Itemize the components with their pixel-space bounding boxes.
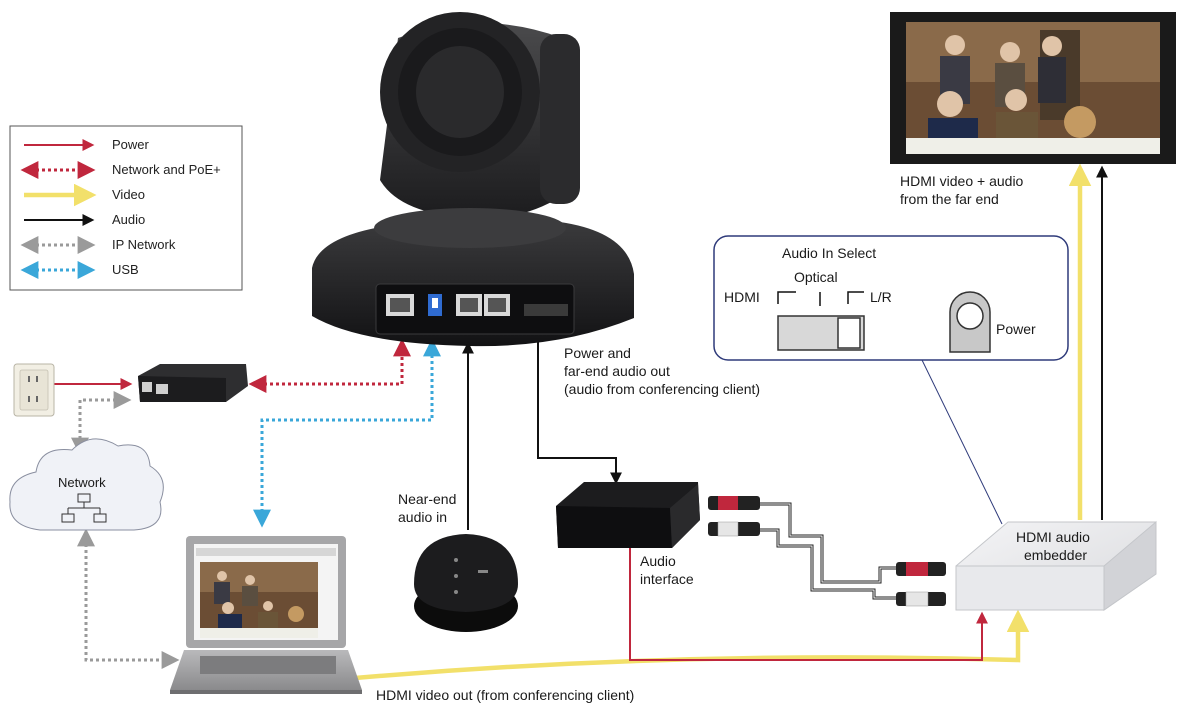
power-audio-out-caption-line1: Power and [564,345,631,361]
network-cloud [9,438,164,531]
audio-interface-box [556,482,700,548]
display-monitor [890,12,1176,164]
panel-leader-line [921,359,1003,525]
monitor-caption-line2: from the far end [900,191,999,207]
laptop [170,536,362,694]
embedder-caption-line1: HDMI audio [1016,529,1090,545]
audio-in-select-panel [713,235,1069,361]
power-audio-out-caption-line3: (audio from conferencing client) [564,381,761,397]
near-end-caption-line2: audio in [398,509,448,525]
ip-cable-network-to-laptop [77,528,180,669]
embedder-caption-line2: embedder [1024,547,1088,563]
hdmi-video-out-caption: HDMI video out (from conferencing client… [376,687,635,703]
audio-in-select-title: Audio In Select [782,245,877,261]
legend-label-audio: Audio [112,212,146,227]
near-end-caption-line1: Near-end [398,491,457,507]
power-cable-interface-to-embedder [629,540,988,661]
audio-in-select-optical: Optical [794,269,838,285]
legend-label-power: Power [112,137,149,152]
audio-in-select-lr: L/R [870,289,892,305]
network-cloud-label: Network [58,475,106,490]
rca-cables [708,496,946,607]
monitor-caption-line1: HDMI video + audio [900,173,1024,189]
audio-interface-caption-line1: Audio [640,553,676,569]
power-button-label: Power [996,321,1036,337]
legend-label-usb: USB [112,262,139,277]
microphone-pod [414,534,518,632]
audio-in-select-hdmi: HDMI [724,289,760,305]
legend-label-ip-network: IP Network [112,237,176,252]
audio-interface-caption-line2: interface [640,571,694,587]
ip-cable-injector-to-network [71,391,132,456]
legend-swatches [20,139,97,279]
legend-label-network-poe: Network and PoE+ [112,162,221,177]
poe-injector [138,364,248,402]
network-poe-cable-injector-to-camera [248,338,411,393]
usb-cable-laptop-to-camera [253,338,441,528]
hdmi-audio-embedder-box [955,520,1157,611]
audio-cable-camera-to-interface [537,318,622,485]
network-topology-icon [61,493,107,523]
ptz-camera [312,12,634,347]
wall-outlet-icon [13,363,55,417]
legend-label-video: Video [112,187,146,202]
power-audio-out-caption-line2: far-end audio out [564,363,670,379]
